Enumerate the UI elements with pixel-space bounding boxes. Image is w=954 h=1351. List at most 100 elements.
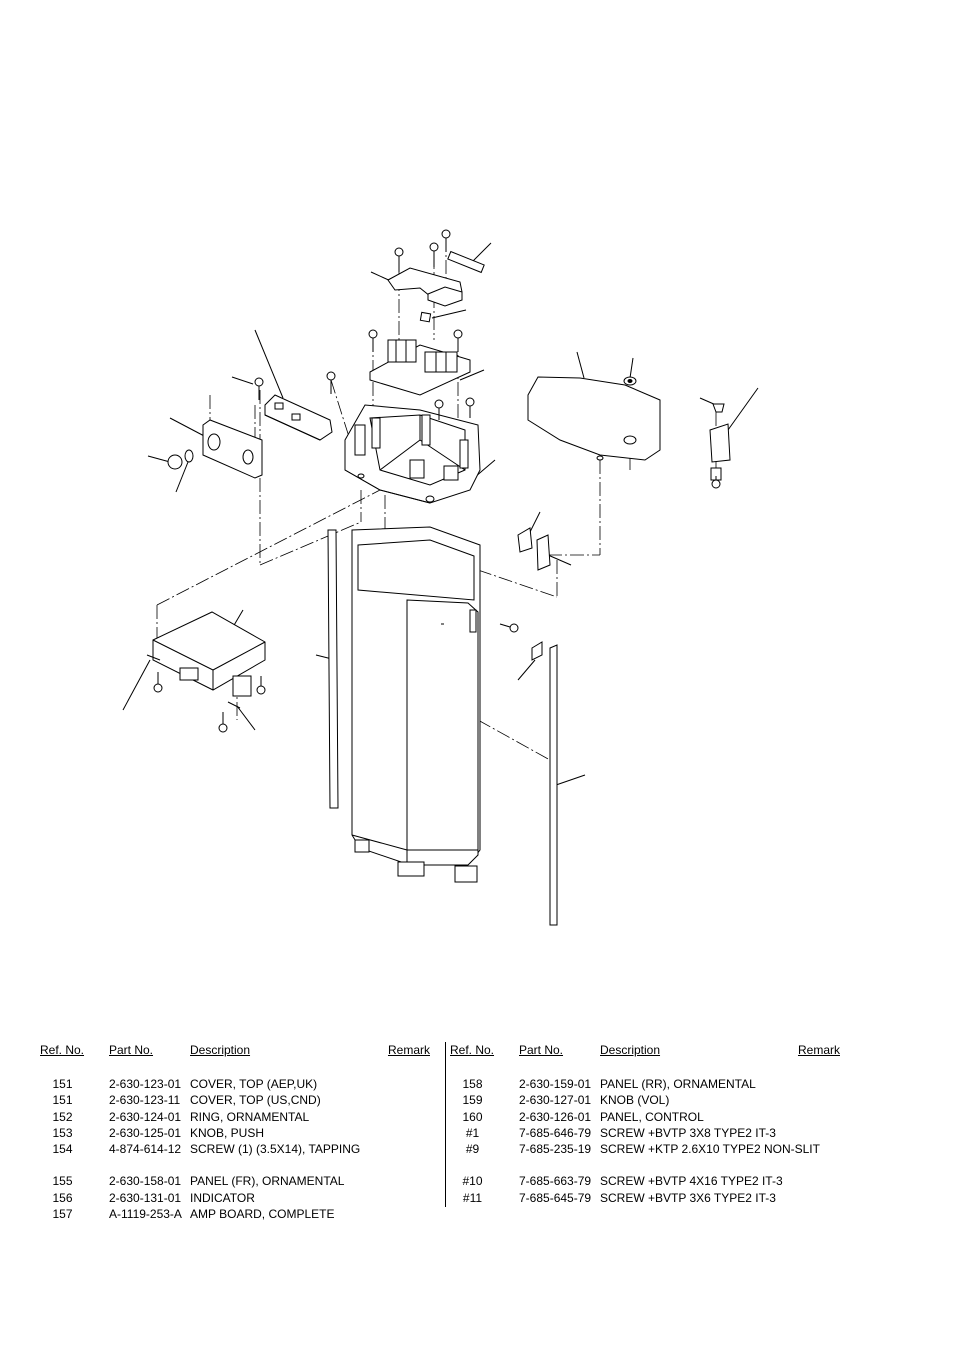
part-no: 7-685-646-79: [519, 1125, 592, 1140]
description: AMP BOARD, COMPLETE: [190, 1206, 335, 1221]
indicator-part: [419, 311, 432, 323]
screw-icon: [227, 701, 241, 709]
screw-icon: [441, 229, 451, 252]
description: PANEL, CONTROL: [600, 1109, 704, 1124]
ref-no: 159: [462, 1093, 483, 1108]
table-row: 157 A-1119-253-A AMP BOARD, COMPLETE: [40, 1206, 435, 1222]
part-no: A-1119-253-A: [109, 1206, 182, 1221]
part-no: 2-630-125-01: [109, 1125, 182, 1140]
side-bracket: [709, 403, 731, 481]
side-strips: [327, 529, 558, 926]
description: SCREW +BVTP 4X16 TYPE2 IT-3: [600, 1174, 783, 1189]
main-enclosure: [351, 526, 481, 883]
part-no: 7-685-645-79: [519, 1190, 592, 1205]
part-no: 2-630-126-01: [519, 1109, 592, 1124]
ref-no: 153: [52, 1125, 73, 1140]
col-part-header: Part No.: [109, 1043, 154, 1057]
table-row: 151 2-630-123-11 COVER, TOP (US,CND): [40, 1092, 435, 1108]
screw-icon: [429, 242, 439, 267]
screws: [146, 229, 721, 733]
col-ref-header: Ref. No.: [40, 1043, 85, 1057]
parts-table-right: Ref. No. Part No. Description Remark 158…: [450, 1042, 845, 1206]
screw-icon: [453, 329, 463, 352]
description: SCREW +KTP 2.6X10 TYPE2 NON-SLIT: [600, 1141, 820, 1156]
description: KNOB (VOL): [600, 1093, 670, 1108]
part-no: 2-630-131-01: [109, 1190, 182, 1205]
ref-no: 154: [52, 1141, 73, 1156]
table-row: 154 4-874-614-12 SCREW (1) (3.5X14), TAPPI…: [40, 1141, 435, 1157]
screw-icon: [711, 476, 721, 489]
description: SCREW +BVTP 3X6 TYPE2 IT-3: [600, 1190, 776, 1205]
table-row: #1 7-685-646-79 SCREW +BVTP 3X8 TYPE2 IT-3: [450, 1125, 845, 1141]
table-row: #10 7-685-663-79 SCREW +BVTP 4X16 TYPE2 IT…: [450, 1173, 845, 1189]
description: RING, ORNAMENTAL: [190, 1109, 310, 1124]
part-no: 2-630-159-01: [519, 1077, 592, 1092]
bottom-cover: [152, 611, 266, 697]
screw-icon: [499, 623, 519, 633]
small-brackets: [517, 527, 551, 661]
part-no: 2-630-127-01: [519, 1093, 592, 1108]
col-remark-header: Remark: [387, 1043, 430, 1057]
description: COVER, TOP (AEP,UK): [190, 1077, 318, 1092]
rear-ornamental-panel: [527, 376, 661, 461]
ref-no: 158: [462, 1077, 483, 1092]
screw-icon: [218, 712, 228, 733]
col-part-header: Part No.: [519, 1043, 564, 1057]
ref-no: 152: [52, 1109, 73, 1124]
description: KNOB, PUSH: [190, 1125, 265, 1140]
parts-table-left: Ref. No. Part No. Description Remark 151…: [40, 1042, 435, 1222]
ref-no: #9: [465, 1141, 480, 1156]
amp-board: [369, 339, 471, 396]
part-no: 2-630-124-01: [109, 1109, 182, 1124]
knob-and-ring: [167, 449, 194, 470]
description: SCREW (1) (3.5X14), TAPPING: [190, 1141, 361, 1156]
table-row: 160 2-630-126-01 PANEL, CONTROL: [450, 1109, 845, 1125]
column-divider: [445, 1042, 446, 1207]
ref-no: #1: [465, 1125, 480, 1140]
table-row: 158 2-630-159-01 PANEL (RR), ORNAMENTAL: [450, 1076, 845, 1092]
ref-no: #10: [462, 1174, 483, 1189]
table-row: 159 2-630-127-01 KNOB (VOL): [450, 1092, 845, 1108]
ref-no: 155: [52, 1174, 73, 1189]
top-bracket: [387, 250, 485, 307]
screw-icon: [153, 672, 163, 693]
screw-icon: [465, 397, 475, 418]
table-row: #11 7-685-645-79 SCREW +BVTP 3X6 TYPE2 IT-…: [450, 1190, 845, 1206]
screw-icon: [394, 247, 404, 272]
description: COVER, TOP (US,CND): [190, 1093, 321, 1108]
control-panel: [264, 394, 333, 441]
part-no: 7-685-235-19: [519, 1141, 592, 1156]
front-ornamental-panel: [202, 419, 263, 479]
part-no: 4-874-614-12: [109, 1141, 182, 1156]
screw-icon: [368, 329, 378, 352]
description: PANEL (RR), ORNAMENTAL: [600, 1077, 756, 1092]
part-no: 7-685-663-79: [519, 1174, 592, 1189]
ref-no: 160: [462, 1109, 483, 1124]
ref-no: 157: [52, 1206, 73, 1221]
table-header: Ref. No. Part No. Description Remark: [450, 1042, 845, 1060]
exploded-view-diagram: [122, 229, 759, 926]
ref-no: 151: [52, 1093, 73, 1108]
screw-icon: [256, 676, 266, 695]
col-desc-header: Description: [600, 1043, 661, 1057]
screw-icon: [434, 399, 444, 420]
table-row: 153 2-630-125-01 KNOB, PUSH: [40, 1125, 435, 1141]
ref-no: 151: [52, 1077, 73, 1092]
ref-no: #11: [462, 1190, 483, 1205]
description: SCREW +BVTP 3X8 TYPE2 IT-3: [600, 1125, 776, 1140]
ref-no: 156: [52, 1190, 73, 1205]
screw-icon: [326, 371, 336, 394]
table-row: #9 7-685-235-19 SCREW +KTP 2.6X10 TYPE2 NO…: [450, 1141, 845, 1157]
col-remark-header: Remark: [797, 1043, 840, 1057]
table-header: Ref. No. Part No. Description Remark: [40, 1042, 435, 1060]
col-desc-header: Description: [190, 1043, 251, 1057]
screw-icon: [254, 377, 264, 400]
col-ref-header: Ref. No.: [450, 1043, 495, 1057]
table-row: 152 2-630-124-01 RING, ORNAMENTAL: [40, 1109, 435, 1125]
top-cover: [344, 404, 481, 504]
part-no: 2-630-123-11: [109, 1093, 181, 1108]
screw-icon: [146, 654, 161, 661]
